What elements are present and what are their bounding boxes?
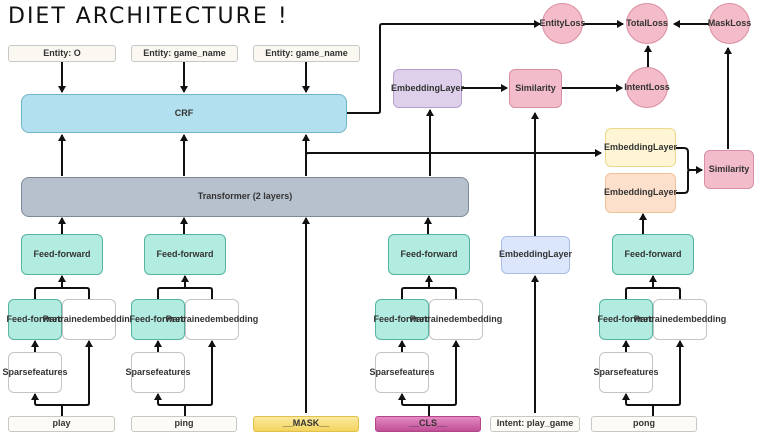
diagram-title: DIET ARCHITECTURE ! <box>8 4 289 29</box>
token-play: play <box>8 416 115 432</box>
sparse-feed-forward-cls: Feed-forward <box>373 299 431 340</box>
sparse-feed-forward-ping: Feed-forward <box>129 299 187 340</box>
token-pong: pong <box>591 416 697 432</box>
mask-similarity: Similarity <box>704 150 754 189</box>
crf-layer: CRF <box>21 94 347 133</box>
token-intent: Intent: play_game <box>490 416 580 432</box>
entity-label-play: Entity: O <box>8 45 116 62</box>
token-cls: __CLS__ <box>375 416 481 432</box>
token-mask: __MASK__ <box>253 416 359 432</box>
sparse-feed-forward-pong: Feed-forward <box>597 299 655 340</box>
sparse-feed-forward-play: Feed-forward <box>6 299 64 340</box>
entity-label-ping: Entity: game_name <box>131 45 238 62</box>
entity-label-mask: Entity: game_name <box>253 45 360 62</box>
transformer-layer: Transformer (2 layers) <box>21 177 469 217</box>
feed-forward-cls: Feed-forward <box>388 234 470 275</box>
intent-similarity: Similarity <box>509 69 562 108</box>
feed-forward-ping: Feed-forward <box>144 234 226 275</box>
token-ping: ping <box>131 416 237 432</box>
feed-forward-play: Feed-forward <box>21 234 103 275</box>
feed-forward-pong: Feed-forward <box>612 234 694 275</box>
